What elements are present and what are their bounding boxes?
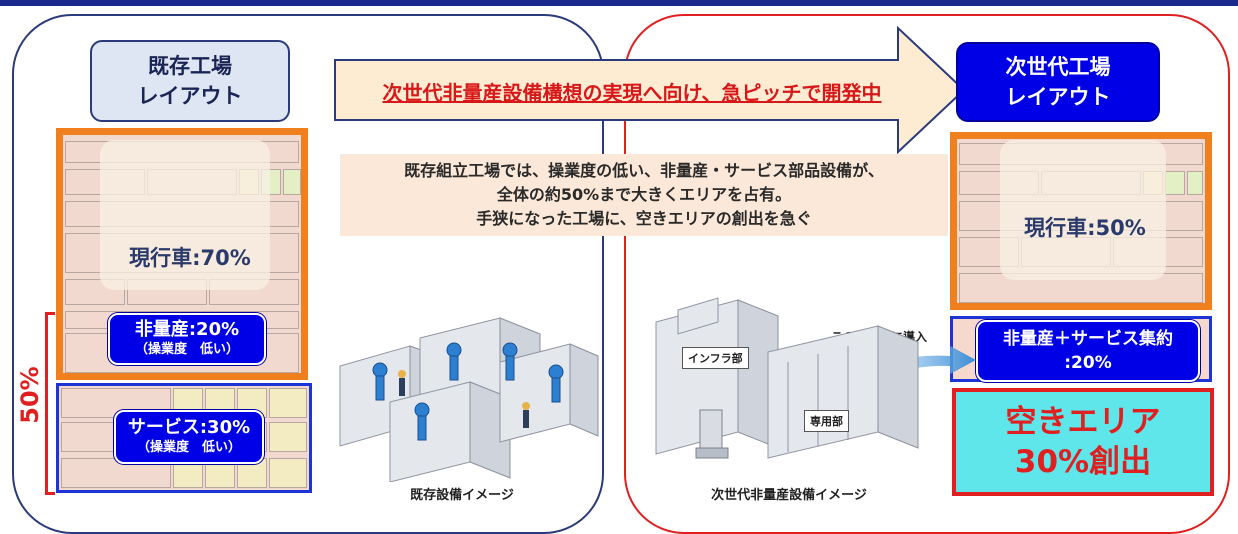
banner: 次世代非量産設備構想の実現へ向け、急ピッチで開発中 [342, 64, 922, 118]
left-service-label: サービス:30% [127, 417, 251, 438]
next-gen-layout-title: 次世代工場 レイアウト [956, 42, 1160, 122]
right-nonmass-tag: 非量産＋サービス集約 :20% [976, 320, 1200, 382]
fifty-percent-bracket [45, 312, 55, 495]
top-bar [0, 0, 1238, 6]
right-nonmass-label: 非量産＋サービス集約 [1003, 329, 1173, 349]
description-text: 既存組立工場では、操業度の低い、非量産・サービス部品設備が、 全体の約50%まで… [340, 154, 948, 236]
banner-text: 次世代非量産設備構想の実現へ向け、急ピッチで開発中 [382, 80, 882, 105]
empty-area-line1: 空きエリア [1005, 404, 1161, 440]
right-current-highlight [1000, 140, 1166, 280]
fifty-percent-label: 50% [16, 366, 44, 424]
left-service-sub: （操業度 低い） [136, 440, 241, 455]
next-gen-equipment-caption: 次世代非量産設備イメージ [711, 488, 867, 503]
existing-layout-title: 既存工場 レイアウト [90, 40, 290, 122]
left-current-label: 現行車:70% [129, 246, 251, 270]
right-current-label: 現行車:50% [1024, 216, 1146, 240]
left-nonmass-sub: （操業度 低い） [134, 342, 239, 357]
right-nonmass-sub: :20% [1064, 353, 1112, 373]
existing-equipment-caption: 既存設備イメージ [410, 488, 514, 503]
empty-area-box: 空きエリア 30%創出 [952, 388, 1214, 496]
next-gen-equipment-illustration [655, 297, 919, 459]
dedicated-label: 専用部 [804, 410, 849, 432]
empty-area-line2: 30%創出 [1014, 444, 1152, 480]
left-current-highlight [100, 140, 270, 290]
infra-label: インフラ部 [682, 347, 749, 369]
existing-equipment-illustration [339, 317, 599, 482]
left-nonmass-tag: 非量産:20% （操業度 低い） [108, 313, 266, 365]
left-service-tag: サービス:30% （操業度 低い） [114, 410, 264, 464]
left-nonmass-label: 非量産:20% [134, 319, 240, 340]
